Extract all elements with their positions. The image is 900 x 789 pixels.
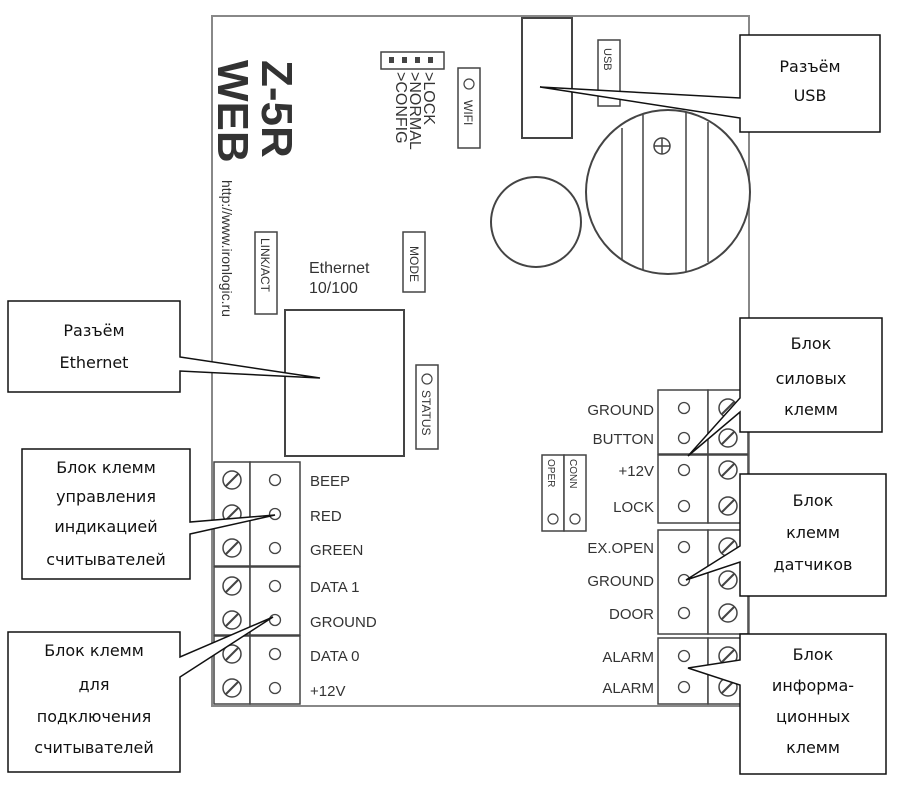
terminal-exopen-label: EX.OPEN xyxy=(587,540,654,557)
jumper-normal-label: >NORMAL xyxy=(406,72,423,150)
conn-label: CONN xyxy=(567,459,578,488)
svg-text:датчиков: датчиков xyxy=(774,555,853,574)
callout-sensors-block: Блок клемм датчиков xyxy=(685,473,887,597)
svg-text:Блок клемм: Блок клемм xyxy=(56,458,156,477)
terminal-data1-label: DATA 1 xyxy=(310,579,359,596)
svg-text:индикацией: индикацией xyxy=(54,517,157,536)
terminal-contact xyxy=(268,613,282,627)
jumper-header xyxy=(380,51,445,70)
terminal-contact xyxy=(677,401,691,415)
terminal-contact xyxy=(268,579,282,593)
left-terminal-blocks xyxy=(213,461,301,705)
svg-text:управления: управления xyxy=(56,487,156,506)
terminal-contact xyxy=(677,540,691,554)
svg-text:Блок: Блок xyxy=(791,334,832,353)
terminal-alarm2-label: ALARM xyxy=(602,680,654,697)
svg-text:Разъём: Разъём xyxy=(779,57,840,76)
usb-connector xyxy=(521,17,573,139)
link-led-box xyxy=(254,231,278,315)
terminal-lock-label: LOCK xyxy=(613,499,654,516)
terminal-contact xyxy=(677,431,691,445)
model-title: Z-5R WEB xyxy=(208,60,301,163)
mode-box xyxy=(402,231,426,293)
board-url: http://www.ironlogic.ru xyxy=(219,180,235,317)
status-led-box xyxy=(415,364,439,450)
terminal-contact xyxy=(268,541,282,555)
terminal-contact xyxy=(677,573,691,587)
battery-holder xyxy=(585,109,751,275)
terminal-contact xyxy=(677,463,691,477)
terminal-alarm1-label: ALARM xyxy=(602,649,654,666)
terminal-data0-label: DATA 0 xyxy=(310,648,359,665)
status-led xyxy=(421,373,433,385)
terminal-contact xyxy=(677,680,691,694)
callout-usb: Разъём USB xyxy=(539,34,881,133)
ethernet-port xyxy=(284,309,405,457)
status-label: STATUS xyxy=(419,390,433,436)
terminal-12v-label: +12V xyxy=(619,463,654,480)
svg-text:WEB: WEB xyxy=(208,60,257,163)
svg-text:клемм: клемм xyxy=(784,400,838,419)
jumper-lock-label: >LOCK xyxy=(420,72,437,125)
callout-readers-block: Блок клемм для подключения считывателей xyxy=(7,616,274,773)
terminal-contact xyxy=(268,681,282,695)
svg-text:подключения: подключения xyxy=(37,707,151,726)
callout-power-block: Блок силовых клемм xyxy=(687,317,883,457)
terminal-button-label: BUTTON xyxy=(593,431,654,448)
ethernet-label-2: 10/100 xyxy=(309,280,358,297)
svg-text:Блок: Блок xyxy=(793,491,834,510)
svg-text:Ethernet: Ethernet xyxy=(60,353,129,372)
terminal-contact xyxy=(268,473,282,487)
oper-led xyxy=(547,513,559,525)
svg-text:Разъём: Разъём xyxy=(63,321,124,340)
svg-text:для: для xyxy=(79,675,110,694)
terminal-ground-sensor-label: GROUND xyxy=(587,573,654,590)
svg-text:клемм: клемм xyxy=(786,738,840,757)
svg-text:ционных: ционных xyxy=(776,707,850,726)
mode-label: MODE xyxy=(407,246,421,282)
svg-text:клемм: клемм xyxy=(786,523,840,542)
svg-text:Блок: Блок xyxy=(793,645,834,664)
right-terminal-blocks xyxy=(657,389,749,705)
terminal-beep-label: BEEP xyxy=(310,473,350,490)
svg-text:USB: USB xyxy=(794,86,827,105)
terminal-door-label: DOOR xyxy=(609,606,654,623)
callout-indication-block: Блок клемм управления индикацией считыва… xyxy=(21,448,276,580)
svg-text:считывателей: считывателей xyxy=(34,738,153,757)
svg-text:Блок клемм: Блок клемм xyxy=(44,641,144,660)
terminal-ground-label: GROUND xyxy=(587,402,654,419)
terminal-ground-left-label: GROUND xyxy=(310,614,377,631)
svg-text:считывателей: считывателей xyxy=(46,550,165,569)
usb-label: USB xyxy=(601,48,613,71)
wifi-led-box xyxy=(457,67,481,149)
ethernet-label-1: Ethernet xyxy=(309,260,370,277)
terminal-contact xyxy=(677,499,691,513)
usb-led-box xyxy=(597,39,621,107)
svg-text:информа-: информа- xyxy=(772,676,854,695)
callout-ethernet: Разъём Ethernet xyxy=(7,300,321,393)
wifi-led xyxy=(463,78,475,90)
callout-info-block: Блок информа- ционных клемм xyxy=(687,633,887,775)
terminal-contact xyxy=(677,649,691,663)
svg-text:силовых: силовых xyxy=(776,369,847,388)
terminal-green-label: GREEN xyxy=(310,542,363,559)
buzzer xyxy=(490,176,582,268)
svg-text:Z-5R: Z-5R xyxy=(252,60,301,158)
wifi-label: WIFI xyxy=(461,100,475,125)
oper-label: OPER xyxy=(545,459,556,487)
terminal-12v-left-label: +12V xyxy=(310,683,345,700)
conn-led-box xyxy=(563,454,587,532)
jumper-config-label: >CONFIG xyxy=(392,72,409,144)
terminal-red-label: RED xyxy=(310,508,342,525)
conn-led xyxy=(569,513,581,525)
terminal-contact xyxy=(677,606,691,620)
link-label: LINK/ACT xyxy=(258,238,272,293)
terminal-contact xyxy=(268,507,282,521)
terminal-contact xyxy=(268,647,282,661)
